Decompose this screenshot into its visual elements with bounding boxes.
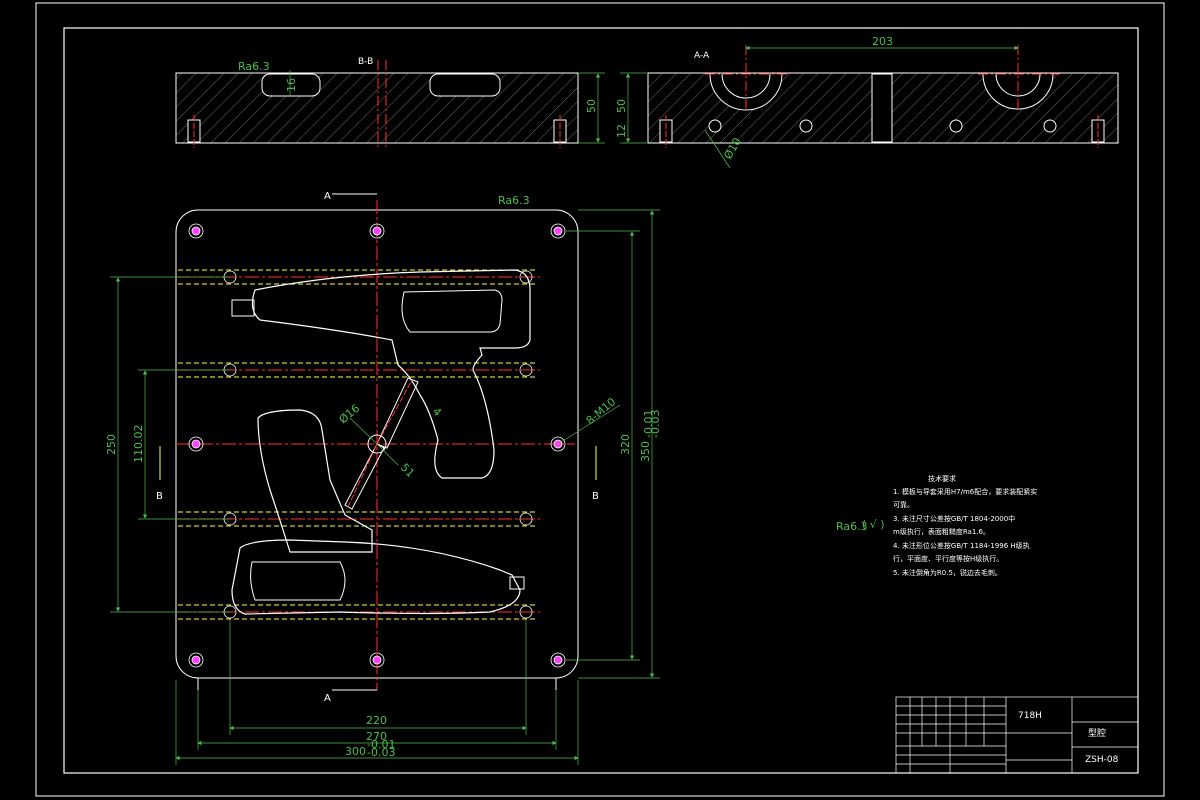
plan-view: A A B B 220 270 <box>105 191 662 765</box>
notes-line-6: 行，平面度、平行度等按H级执行。 <box>893 554 1003 563</box>
dim-220: 220 <box>366 714 387 727</box>
notes-line-3: 3. 未注尺寸公差按GB/T 1804-2000中 <box>893 514 1015 523</box>
section-aa-label: A-A <box>694 51 710 61</box>
dim-300-tol: -0.01 <box>367 738 395 751</box>
dim-270: 270 <box>366 730 387 743</box>
technical-notes: 技术要求 1. 模板与导套采用H7/m6配合，要求装配紧实 可靠。 3. 未注尺… <box>836 474 1037 577</box>
notes-line-4: m级执行，表面粗糙度Ra1.6。 <box>893 527 990 536</box>
section-mark-a-bottom: A <box>324 693 331 704</box>
section-mark-a-top: A <box>324 191 331 202</box>
section-bb-pocket-dim: 16 <box>285 78 298 92</box>
notes-title: 技术要求 <box>928 474 956 483</box>
title-drawing-no: ZSH-08 <box>1085 755 1119 765</box>
notes-line-1: 1. 模板与导套采用H7/m6配合，要求装配紧实 <box>893 487 1037 496</box>
roughness-symbol-bb: Ra6.3 <box>238 60 270 73</box>
dim-110: 110.02 <box>132 425 145 464</box>
roughness-symbol-plan: Ra6.3 <box>498 194 530 207</box>
sheet-inner-border <box>63 27 1139 774</box>
dim-sprue-dia: Ø16 <box>337 402 363 427</box>
section-aa-203-dim: 203 <box>872 35 893 48</box>
dim-350-tol2: -0.03 <box>649 410 662 438</box>
title-material: 718H <box>1018 711 1042 721</box>
dim-300: 300 <box>345 745 366 758</box>
notes-line-5: 4. 未注形位公差按GB/T 1184-1996 H级执 <box>893 541 1030 550</box>
title-block <box>895 696 1139 774</box>
dim-320: 320 <box>619 434 632 455</box>
dim-300-tol2: -0.03 <box>367 746 395 759</box>
notes-line-2: 可靠。 <box>893 500 914 509</box>
sheet-outer-border <box>35 2 1165 797</box>
svg-text:( √ ): ( √ ) <box>862 518 885 531</box>
dim-350: 350 <box>639 441 652 462</box>
dim-4: 4 <box>430 405 444 419</box>
title-part-name: 型腔 <box>1088 727 1106 739</box>
section-aa-height-dim: 50 <box>615 99 628 113</box>
section-bb-height-dim: 50 <box>585 99 598 113</box>
roughness-symbol-general: Ra6.3 <box>836 520 868 533</box>
dim-350-tol: -0.01 <box>642 410 655 438</box>
section-mark-b-right: B <box>592 491 599 502</box>
dim-250: 250 <box>105 434 118 455</box>
section-aa-view: A-A 203 50 12 Ø10 <box>615 35 1119 169</box>
dim-m10: 8-M10 <box>584 395 619 427</box>
section-aa-12-dim: 12 <box>615 124 628 138</box>
section-bb-label: B-B <box>358 57 373 67</box>
section-mark-b-left: B <box>156 491 163 502</box>
section-bb-view: B-B 50 16 Ra6.3 <box>175 57 605 150</box>
dim-51: 51 <box>398 461 417 480</box>
notes-line-7: 5. 未注倒角为R0.5，锐边去毛刺。 <box>893 568 1002 577</box>
